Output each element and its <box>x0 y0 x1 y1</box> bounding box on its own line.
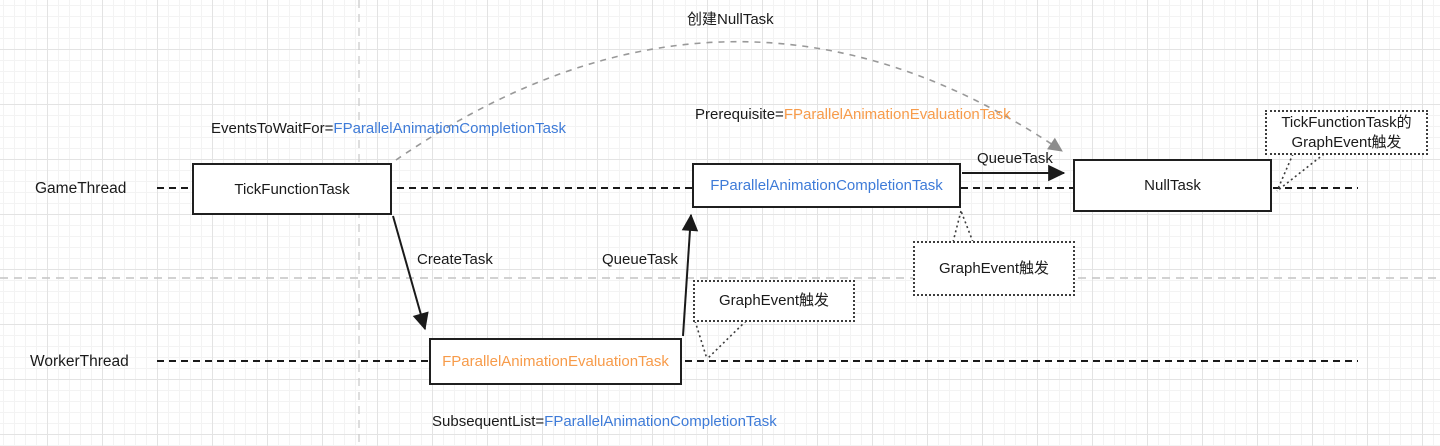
completion-graphevent-callout-pointer <box>952 210 974 243</box>
queue-task-top-edge-label: QueueTask <box>977 150 1053 167</box>
tick-graphevent-callout-line1: TickFunctionTask的 <box>1281 113 1412 131</box>
gamethread-label: GameThread <box>35 180 127 197</box>
subsequent-list-prefix: SubsequentList= <box>432 413 545 430</box>
create-task-edge-label: CreateTask <box>417 251 493 268</box>
create-task-edge <box>392 215 429 331</box>
events-to-wait-for-annotation: EventsToWaitFor=FParallelAnimationComple… <box>211 120 566 137</box>
node-nulltask: NullTask <box>1073 159 1272 212</box>
subsequent-list-annotation: SubsequentList=FParallelAnimationComplet… <box>432 413 777 430</box>
worker-graphevent-callout-pointer <box>694 320 747 360</box>
create-nulltask-edge <box>395 40 1063 161</box>
queue-task-mid-edge <box>681 213 699 337</box>
create-nulltask-edge-label: 创建NullTask <box>687 11 774 28</box>
prerequisite-prefix: Prerequisite= <box>695 106 784 123</box>
tick-graphevent-callout: TickFunctionTask的 GraphEvent触发 <box>1265 110 1428 155</box>
node-fparallelanimationcompletiontask: FParallelAnimationCompletionTask <box>692 163 961 208</box>
prerequisite-annotation: Prerequisite=FParallelAnimationEvaluatio… <box>695 106 1011 123</box>
tick-graphevent-callout-line2: GraphEvent触发 <box>1291 133 1402 151</box>
workerthread-label: WorkerThread <box>30 353 129 370</box>
events-to-wait-for-prefix: EventsToWaitFor= <box>211 120 334 137</box>
events-to-wait-for-value: FParallelAnimationCompletionTask <box>333 120 567 137</box>
worker-graphevent-callout-text: GraphEvent触发 <box>718 292 830 309</box>
node-tickfunctiontask: TickFunctionTask <box>192 163 392 215</box>
prerequisite-value: FParallelAnimationEvaluationTask <box>783 106 1011 123</box>
completion-graphevent-callout-text: GraphEvent触发 <box>938 259 1050 277</box>
node-fparallelanimationevaluationtask: FParallelAnimationEvaluationTask <box>429 338 682 385</box>
queue-task-mid-edge-label: QueueTask <box>602 251 678 268</box>
completion-graphevent-callout: GraphEvent触发 <box>913 241 1075 296</box>
subsequent-list-value: FParallelAnimationCompletionTask <box>544 413 777 430</box>
worker-graphevent-callout: GraphEvent触发 <box>693 280 855 322</box>
tick-graphevent-callout-pointer <box>1276 153 1325 192</box>
